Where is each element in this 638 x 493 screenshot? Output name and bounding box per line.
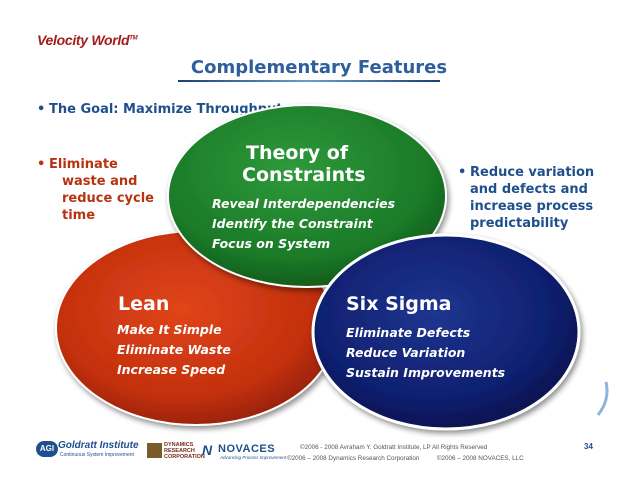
lean-items: Make It Simple Eliminate Waste Increase … xyxy=(117,320,231,380)
sigma-side-line-4: predictability xyxy=(470,216,569,231)
title-underline xyxy=(178,80,440,82)
toc-title: Theory of Constraints xyxy=(242,142,366,186)
lean-title: Lean xyxy=(118,293,170,315)
sixsigma-title: Six Sigma xyxy=(346,293,452,315)
lean-side-line-4: time xyxy=(62,208,96,223)
sixsigma-circle xyxy=(311,233,581,431)
sigma-side-line-1: Reduce variation xyxy=(470,165,595,180)
toc-title-line-2: Constraints xyxy=(242,164,366,186)
drc-logo-icon xyxy=(147,443,162,458)
sigma-side-line-2: and defects and xyxy=(470,182,588,197)
novaces-n-icon: N xyxy=(202,442,213,458)
novaces-logo-tagline: Advancing Process Improvement xyxy=(220,455,287,460)
toc-circle xyxy=(167,104,447,288)
novaces-logo-name: NOVACES xyxy=(218,443,276,455)
page-number: 34 xyxy=(584,442,593,451)
lean-side-line-3: reduce cycle xyxy=(62,191,154,206)
toc-title-line-1: Theory of xyxy=(246,142,349,164)
agi-logo-name: Goldratt Institute xyxy=(58,440,139,451)
drc-logo-text: DYNAMICS RESEARCH CORPORATION xyxy=(164,442,205,460)
agi-logo-tagline: Continuous System Improvement xyxy=(60,452,134,458)
sixsigma-item: Reduce Variation xyxy=(346,345,466,360)
slide-title: Complementary Features xyxy=(190,57,448,78)
agi-logo-mark: AGI xyxy=(36,441,58,457)
lean-item: Eliminate Waste xyxy=(117,342,231,357)
toc-item: Identify the Constraint xyxy=(212,216,373,231)
copyright-line-1: ©2006 - 2008 Avraham Y. Goldratt Institu… xyxy=(300,444,488,451)
goal-text: The Goal: Maximize Throughput xyxy=(49,102,283,117)
brand-name: Velocity World xyxy=(37,32,130,48)
lean-item: Increase Speed xyxy=(117,362,226,377)
toc-item: Focus on System xyxy=(212,236,331,251)
brand-logo: Velocity WorldTM xyxy=(37,32,138,48)
sixsigma-items: Eliminate Defects Reduce Variation Susta… xyxy=(346,323,505,383)
sigma-side-bullet: •Reduce variation and defects and increa… xyxy=(458,164,618,232)
toc-items: Reveal Interdependencies Identify the Co… xyxy=(212,194,395,254)
decorative-swoosh xyxy=(596,381,609,416)
sigma-side-line-3: increase process xyxy=(470,199,594,214)
toc-item: Reveal Interdependencies xyxy=(212,196,396,211)
brand-tm: TM xyxy=(129,35,138,42)
lean-side-line-1: Eliminate xyxy=(49,157,118,172)
sixsigma-item: Eliminate Defects xyxy=(346,325,471,340)
lean-side-bullet: •Eliminate waste and reduce cycle time xyxy=(37,156,157,224)
sixsigma-item: Sustain Improvements xyxy=(346,365,506,380)
goal-bullet: •The Goal: Maximize Throughput xyxy=(37,102,283,117)
lean-side-line-2: waste and xyxy=(62,174,138,189)
copyright-line-2: ©2006 – 2008 Dynamics Research Corporati… xyxy=(287,455,524,462)
lean-item: Make It Simple xyxy=(117,322,222,337)
